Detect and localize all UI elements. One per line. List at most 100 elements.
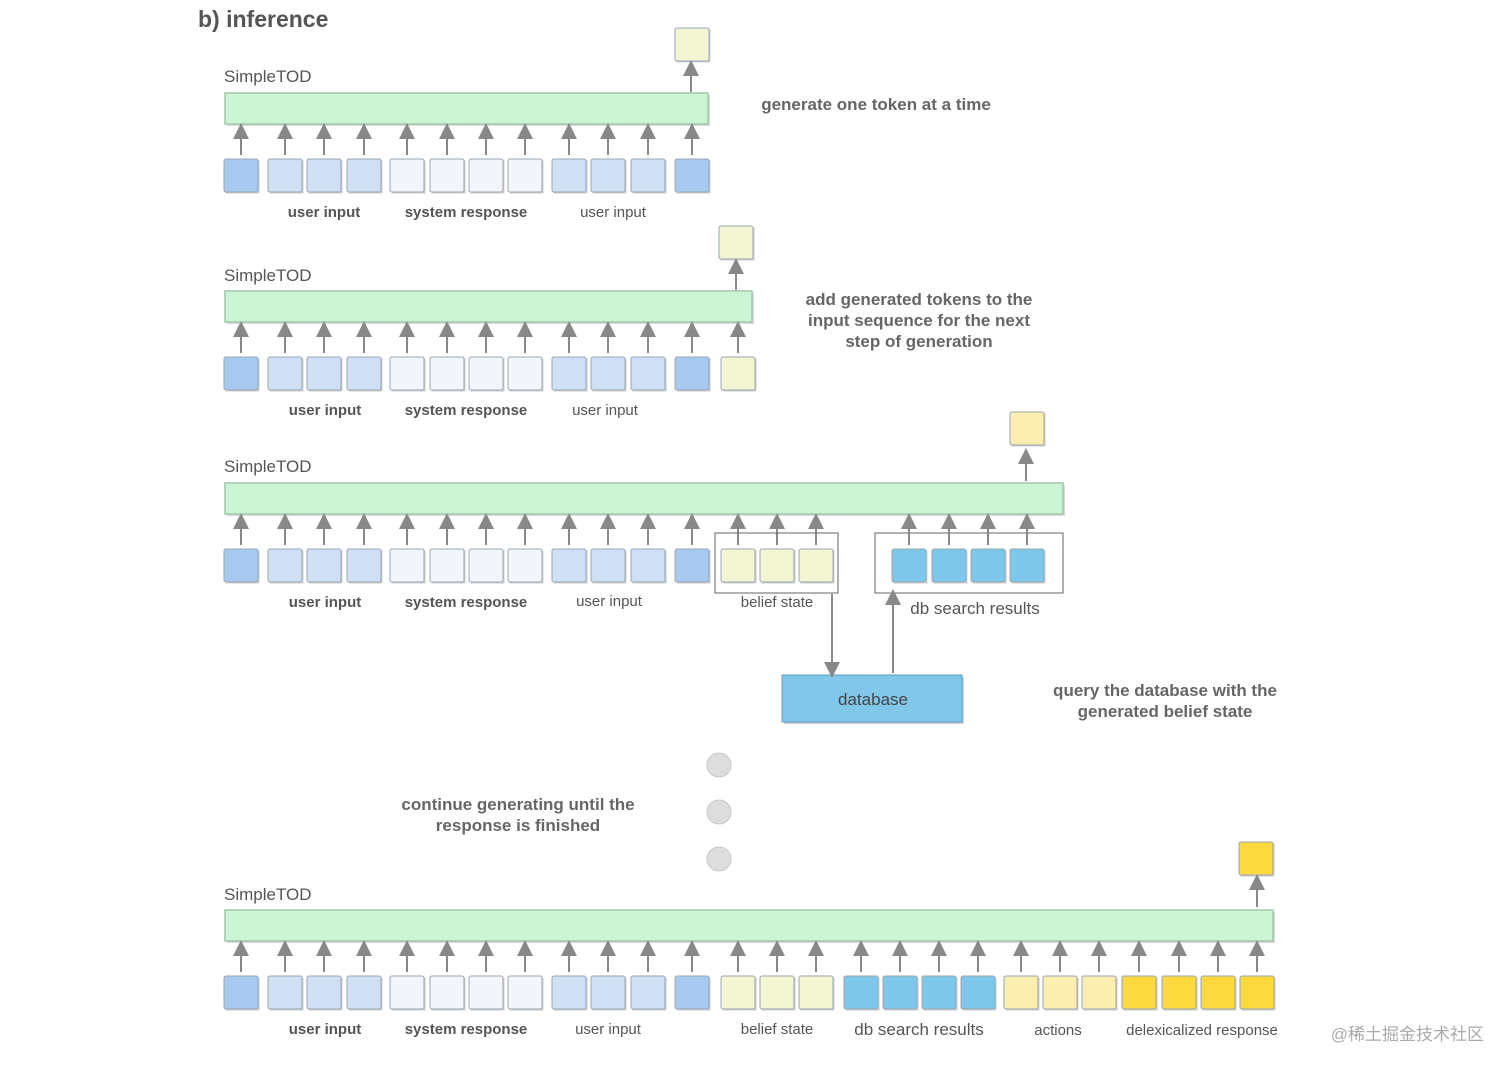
segment-label-user-input: user input xyxy=(575,1021,641,1038)
token-user-input xyxy=(674,356,710,391)
token-user-input xyxy=(306,158,342,193)
output-token xyxy=(674,27,710,62)
token-belief-state xyxy=(759,975,795,1010)
model-label: SimpleTOD xyxy=(224,457,312,476)
token-user-input xyxy=(630,548,666,583)
token-system-response xyxy=(468,356,504,391)
panel-4 xyxy=(223,841,1276,1011)
token-user-input xyxy=(551,356,587,391)
model-bar xyxy=(224,92,709,125)
token-user-input xyxy=(630,356,666,391)
token-user-input xyxy=(267,158,303,193)
output-token xyxy=(1238,841,1274,876)
segment-label-belief-state: belief state xyxy=(740,594,814,611)
ellipsis-dot xyxy=(706,799,732,825)
token-user-input xyxy=(590,158,626,193)
segment-label-system-response: system response xyxy=(404,402,528,419)
token-user-input xyxy=(306,548,342,583)
continuation-dots xyxy=(706,752,732,872)
model-label: SimpleTOD xyxy=(224,266,312,285)
token-user-input xyxy=(674,975,710,1010)
segment-label-delexicalized-response: delexicalized response xyxy=(1126,1022,1278,1039)
token-system-response xyxy=(429,975,465,1010)
token-user-input xyxy=(590,975,626,1010)
token-generated xyxy=(720,356,756,391)
token-belief-state xyxy=(759,548,795,583)
panel-1 xyxy=(223,27,711,194)
token-db-result xyxy=(931,548,967,583)
segment-label-belief-state: belief state xyxy=(740,1021,814,1038)
token-action xyxy=(1003,975,1039,1010)
step-note: query the database with the generated be… xyxy=(1053,681,1277,721)
token-user-input xyxy=(674,158,710,193)
token-system-response xyxy=(429,158,465,193)
token-user-input xyxy=(630,158,666,193)
model-bar xyxy=(224,290,753,323)
token-action xyxy=(1081,975,1117,1010)
segment-label-db-search-results: db search results xyxy=(854,1020,984,1039)
token-system-response xyxy=(507,975,543,1010)
token-user-input xyxy=(223,356,259,391)
token-db-result xyxy=(891,548,927,583)
ellipsis-dot xyxy=(706,752,732,778)
model-label: SimpleTOD xyxy=(224,67,312,86)
belief-state-frame xyxy=(714,532,839,594)
token-response xyxy=(1200,975,1236,1010)
token-user-input xyxy=(223,548,259,583)
watermark: @稀土掘金技术社区 xyxy=(1330,1025,1484,1044)
model-label: SimpleTOD xyxy=(224,885,312,904)
panel-3 xyxy=(223,411,1065,724)
token-response xyxy=(1161,975,1197,1010)
segment-label-system-response: system response xyxy=(404,1021,528,1038)
token-user-input xyxy=(346,975,382,1010)
token-belief-state xyxy=(798,975,834,1010)
token-user-input xyxy=(590,548,626,583)
segment-label-user-input: user input xyxy=(288,1021,362,1038)
token-system-response xyxy=(468,975,504,1010)
token-response xyxy=(1239,975,1275,1010)
panel-2 xyxy=(223,225,757,392)
database-box xyxy=(781,674,963,723)
token-user-input xyxy=(223,975,259,1010)
token-system-response xyxy=(507,158,543,193)
token-system-response xyxy=(468,158,504,193)
segment-label-system-response: system response xyxy=(404,594,528,611)
model-bar xyxy=(224,909,1274,942)
segment-label-system-response: system response xyxy=(404,204,528,221)
token-system-response xyxy=(507,548,543,583)
token-db-result xyxy=(843,975,879,1010)
db-results-frame xyxy=(874,532,1064,594)
segment-label-actions: actions xyxy=(1034,1022,1082,1039)
token-user-input xyxy=(551,548,587,583)
token-user-input xyxy=(306,975,342,1010)
token-user-input xyxy=(346,158,382,193)
token-system-response xyxy=(389,975,425,1010)
segment-label-user-input: user input xyxy=(580,204,646,221)
token-system-response xyxy=(468,548,504,583)
token-user-input xyxy=(223,158,259,193)
token-db-result xyxy=(960,975,996,1010)
token-user-input xyxy=(674,548,710,583)
segment-label-user-input: user input xyxy=(576,593,642,610)
model-bar xyxy=(224,482,1064,515)
token-belief-state xyxy=(720,975,756,1010)
continue-note: continue generating until the response i… xyxy=(401,795,635,835)
token-action xyxy=(1042,975,1078,1010)
token-system-response xyxy=(429,548,465,583)
token-db-result xyxy=(882,975,918,1010)
output-token xyxy=(1009,411,1045,446)
ellipsis-dot xyxy=(706,846,732,872)
diagram-title: b) inference xyxy=(198,6,329,32)
database-label: database xyxy=(838,690,908,709)
token-response xyxy=(1121,975,1157,1010)
token-user-input xyxy=(551,158,587,193)
segment-label-user-input: user input xyxy=(288,594,362,611)
token-system-response xyxy=(389,356,425,391)
token-user-input xyxy=(551,975,587,1010)
token-user-input xyxy=(267,548,303,583)
step-note: generate one token at a time xyxy=(761,95,991,114)
token-user-input xyxy=(346,356,382,391)
token-user-input xyxy=(346,548,382,583)
token-db-result xyxy=(1009,548,1045,583)
